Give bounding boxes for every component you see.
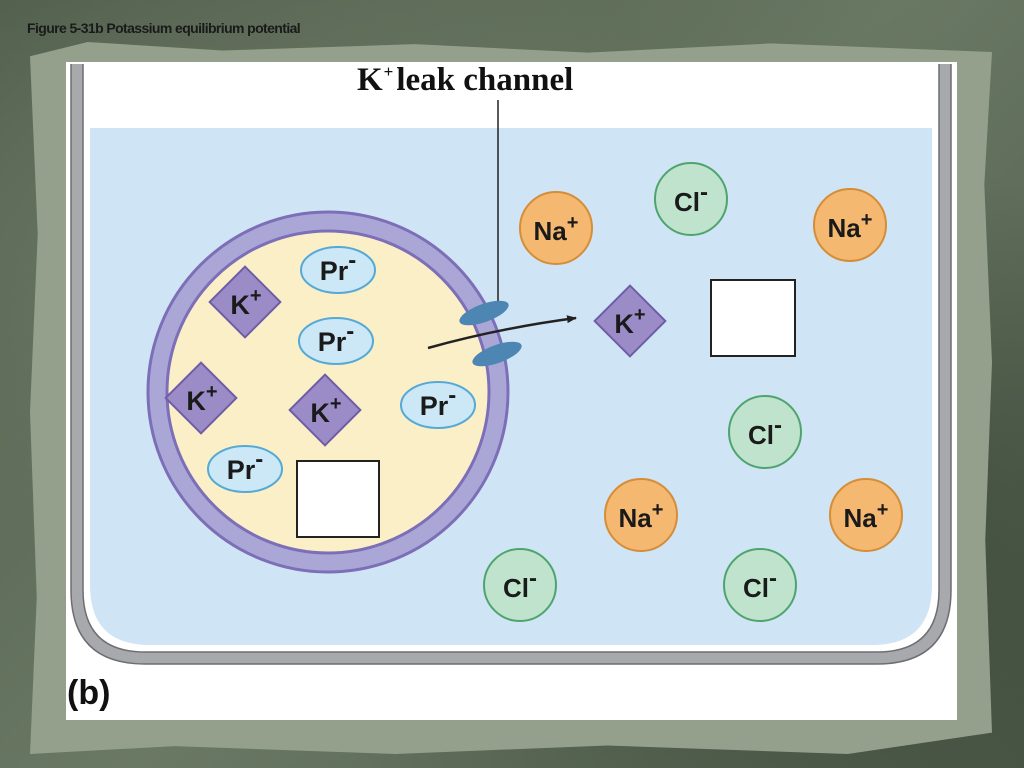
svg-text:Pr-: Pr-: [227, 446, 264, 485]
figure-title: Figure 5-31b Potassium equilibrium poten…: [27, 20, 301, 36]
svg-text:Na+: Na+: [828, 209, 873, 243]
sodium-ion: Na+: [604, 478, 678, 552]
sodium-ion: Na+: [813, 188, 887, 262]
svg-text:Pr-: Pr-: [320, 247, 357, 286]
chloride-ion: Cl-: [654, 162, 728, 236]
sodium-ion: Na+: [829, 478, 903, 552]
svg-text:Cl-: Cl-: [743, 565, 777, 603]
channel-label-ion: K: [357, 62, 383, 98]
chloride-ion: Cl-: [723, 548, 797, 622]
blank-answer-box: [710, 279, 796, 357]
potassium-ion: K+: [288, 373, 362, 447]
channel-label-text: leak channel: [396, 62, 574, 98]
svg-text:Cl-: Cl-: [674, 179, 708, 217]
svg-text:Pr-: Pr-: [420, 382, 457, 421]
potassium-ion: K+: [593, 284, 667, 358]
leak-channel-upper-icon: [459, 300, 509, 326]
svg-text:Na+: Na+: [619, 499, 664, 533]
svg-text:Cl-: Cl-: [503, 565, 537, 603]
beaker-wall-outline: [70, 64, 952, 665]
protein-anion: Pr-: [300, 246, 376, 294]
potassium-ion: K+: [208, 265, 282, 339]
chloride-ion: Cl-: [728, 395, 802, 469]
blank-answer-box: [296, 460, 380, 538]
svg-text:Pr-: Pr-: [318, 318, 355, 357]
svg-text:K+: K+: [614, 304, 645, 339]
sodium-ion: Na+: [519, 191, 593, 265]
protein-anion: Pr-: [400, 381, 476, 429]
svg-text:Na+: Na+: [534, 212, 579, 246]
protein-anion: Pr-: [298, 317, 374, 365]
protein-anion: Pr-: [207, 445, 283, 493]
channel-label-charge: +: [383, 62, 394, 81]
potassium-efflux-arrow-icon: [427, 315, 577, 350]
chloride-ion: Cl-: [483, 548, 557, 622]
svg-text:Cl-: Cl-: [748, 412, 782, 450]
svg-text:K+: K+: [186, 381, 217, 416]
channel-label: K+leak channel: [357, 62, 573, 99]
leak-channel-lower-icon: [472, 341, 522, 367]
svg-text:K+: K+: [230, 285, 261, 320]
svg-text:K+: K+: [310, 393, 341, 428]
beaker-wall: [71, 64, 951, 664]
potassium-ion: K+: [164, 361, 238, 435]
svg-text:Na+: Na+: [844, 499, 889, 533]
panel-label: (b): [67, 674, 111, 712]
